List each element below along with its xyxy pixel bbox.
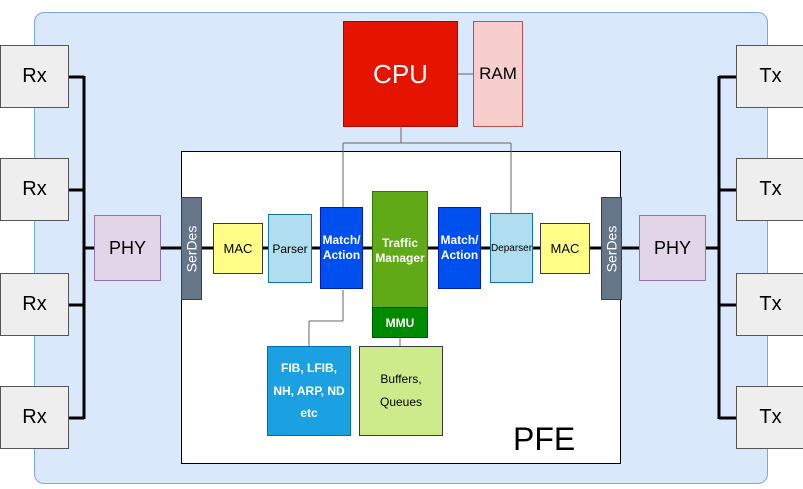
rx-port: Rx <box>0 158 69 221</box>
cpu-block: CPU <box>343 21 458 127</box>
tx-bus-lines <box>706 75 737 420</box>
forwarding-tables-block: FIB, LFIB, NH, ARP, ND etc <box>267 346 351 436</box>
tables-line3: etc <box>300 406 318 421</box>
tx-port: Tx <box>736 45 803 108</box>
right-phy-block: PHY <box>639 215 706 281</box>
deparser-block: Deparser <box>490 213 533 283</box>
rx-port: Rx <box>0 386 69 449</box>
left-mac-block: MAC <box>213 223 263 274</box>
tables-line1: FIB, LFIB, <box>281 360 337 375</box>
left-serdes-label: SerDes <box>183 225 200 272</box>
rx-port: Rx <box>0 45 69 108</box>
match-action-left-line1: Match/ <box>322 233 361 247</box>
traffic-manager-block: Traffic Manager <box>372 191 428 310</box>
match-action-left-block: Match/ Action <box>320 207 363 289</box>
ram-block: RAM <box>473 21 523 127</box>
tables-line2: NH, ARP, ND <box>273 383 345 398</box>
right-mac-block: MAC <box>540 223 590 274</box>
rx-port: Rx <box>0 273 69 336</box>
match-action-right-line1: Match/ <box>440 233 479 247</box>
traffic-manager-line1: Traffic <box>381 236 418 250</box>
parser-block: Parser <box>268 214 312 283</box>
tx-port: Tx <box>736 158 803 221</box>
match-action-left-line2: Action <box>322 248 361 262</box>
left-phy-block: PHY <box>94 215 161 281</box>
match-action-right-block: Match/ Action <box>438 207 481 289</box>
buffers-line2: Queues <box>379 395 423 409</box>
right-serdes-label: SerDes <box>603 225 620 272</box>
buffers-queues-block: Buffers, Queues <box>359 346 443 436</box>
traffic-manager-line2: Manager <box>375 251 425 265</box>
mmu-block: MMU <box>372 307 428 338</box>
pfe-label: PFE <box>513 420 576 457</box>
right-serdes-block: SerDes <box>601 197 622 300</box>
buffers-line1: Buffers, <box>380 372 422 387</box>
left-serdes-block: SerDes <box>181 197 202 300</box>
tx-port: Tx <box>736 273 803 336</box>
match-action-right-line2: Action <box>440 248 479 262</box>
tx-port: Tx <box>736 386 803 449</box>
rx-bus-lines <box>67 75 95 420</box>
control-lines <box>308 73 512 346</box>
